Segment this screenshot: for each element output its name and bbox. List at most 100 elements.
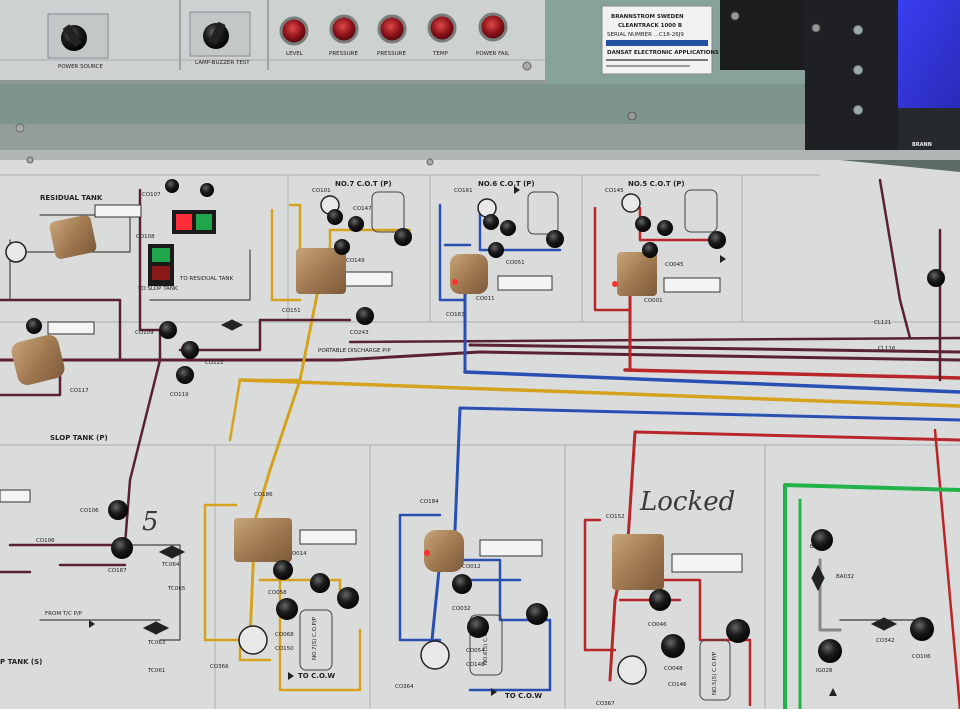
valve-tag: CO011 <box>476 296 495 302</box>
lamp-label-level: LEVEL <box>286 51 304 57</box>
blue-bus-line <box>463 370 960 394</box>
valve-knob[interactable] <box>488 242 504 258</box>
valve-knob[interactable] <box>661 634 685 658</box>
valve-icon <box>171 545 186 559</box>
wooden-lock-block <box>450 254 488 294</box>
valve-tag: CO122 <box>205 360 224 366</box>
monitor-screen <box>898 0 960 108</box>
valve-symbol-layer <box>142 319 898 635</box>
valve-knob[interactable] <box>649 589 671 611</box>
valve-knob[interactable] <box>273 560 293 580</box>
panel-screw-icon <box>522 61 532 71</box>
level-gauge <box>671 553 743 573</box>
valve-knob[interactable] <box>927 269 945 287</box>
arrow-icons <box>89 186 837 696</box>
wooden-lock-block <box>49 215 97 259</box>
valve-knob[interactable] <box>500 220 516 236</box>
pump-icon <box>420 640 450 670</box>
top-switch-group: POWER SOURCE LAMP-BUZZER TEST <box>47 11 251 70</box>
valve-knob[interactable] <box>181 341 199 359</box>
valve-icon <box>811 577 825 592</box>
plate-maker: DANSAT ELECTRONIC APPLICATIONS <box>607 50 719 56</box>
valve-knob[interactable] <box>546 230 564 248</box>
valve-tag: CL121 <box>874 320 891 326</box>
valve-tag: CO342 <box>876 638 895 644</box>
maroon-bus-line-3 <box>348 336 960 344</box>
valve-knob[interactable] <box>642 242 658 258</box>
valve-knob[interactable] <box>635 216 651 232</box>
manufacturer-nameplate: BRANNSTROM SWEDEN CLEANTRACK 1000 B SERI… <box>601 5 719 75</box>
valve-tag: CL116 <box>878 346 896 352</box>
valve-knob[interactable] <box>176 366 194 384</box>
lamp-label-pressure-1: PRESSURE <box>329 51 358 57</box>
valve-knob[interactable] <box>310 573 330 593</box>
lamp-label-power-fail: POWER FAIL <box>476 51 510 57</box>
valve-tag: CO107 <box>142 192 161 198</box>
plate-serial: SERIAL NUMBER ...C18-26J9 <box>607 32 684 38</box>
panel-screw-icon <box>15 123 25 133</box>
valve-knob[interactable] <box>394 228 412 246</box>
pump-label-6: NO.6(S) C.O.P/P <box>483 621 489 665</box>
valve-knob[interactable] <box>111 537 133 559</box>
monitor-brand: BRANN <box>912 142 932 148</box>
level-gauge <box>663 277 721 293</box>
valve-knob[interactable] <box>467 616 489 638</box>
lamp-buzzer-test-label: LAMP-BUZZER TEST <box>195 60 250 66</box>
lamp-label-pressure-2: PRESSURE <box>377 51 406 57</box>
valve-knob[interactable] <box>708 231 726 249</box>
plate-model: CLEANTRACK 1000 B <box>618 23 682 29</box>
valve-tag: CO119 <box>170 392 189 398</box>
valve-knob[interactable] <box>483 214 499 230</box>
level-gauge <box>47 321 95 335</box>
power-fail-alarm-lamp <box>478 12 508 42</box>
to-cow-label-6: TO C.O.W <box>505 692 542 700</box>
wooden-lock-block <box>11 334 65 386</box>
valve-knob[interactable] <box>327 209 343 225</box>
valve-tag: IG028 <box>816 668 833 674</box>
to-residual-tank-label: TO RESIDUAL TANK <box>179 276 233 282</box>
valve-knob[interactable] <box>657 220 673 236</box>
valve-knob[interactable] <box>348 216 364 232</box>
valve-tag: CO243 <box>350 330 369 336</box>
valve-knob[interactable] <box>818 639 842 663</box>
valve-tag: CO048 <box>664 666 683 672</box>
valve-tag: CO163 <box>446 312 465 318</box>
valve-knob[interactable] <box>356 307 374 325</box>
valve-knob[interactable] <box>452 574 472 594</box>
valve-knob[interactable] <box>26 318 42 334</box>
arrow-right-icon <box>89 620 95 628</box>
arrow-right-icon <box>288 672 294 680</box>
wooden-lock-block <box>617 252 657 296</box>
valve-icon <box>231 319 244 331</box>
handwritten-locked: Locked <box>639 487 735 517</box>
valve-knob[interactable] <box>337 587 359 609</box>
valve-knob[interactable] <box>165 179 179 193</box>
handwritten-mark: 5 <box>142 507 159 537</box>
valve-tag: CO001 <box>644 298 663 304</box>
valve-knob[interactable] <box>811 529 833 551</box>
valve-tag: CO068 <box>275 632 294 638</box>
valve-knob[interactable] <box>526 603 548 625</box>
valve-tag: TC063 <box>147 640 166 646</box>
red-bus-line <box>623 368 960 380</box>
panel-screw-icon <box>426 158 434 166</box>
valve-tag: CO145 <box>605 188 624 194</box>
valve-knob[interactable] <box>910 617 934 641</box>
valve-tag: CO146 <box>668 682 687 688</box>
valve-knob[interactable] <box>276 598 298 620</box>
valve-tag: CO109 <box>135 330 154 336</box>
valve-knob[interactable] <box>200 183 214 197</box>
arrow-up-icon <box>829 688 837 696</box>
valve-knob[interactable] <box>108 500 128 520</box>
valve-tag: BA032 <box>836 574 854 580</box>
cot5-label: NO.5 C.O.T (P) <box>628 180 685 188</box>
valve-tag: CO032 <box>452 606 471 612</box>
valve-knob[interactable] <box>726 619 750 643</box>
pump-icon <box>5 241 27 263</box>
valve-knob[interactable] <box>334 239 350 255</box>
valve-knob[interactable] <box>159 321 177 339</box>
yellow-bus-line <box>238 378 960 408</box>
pump-label-5: NO.5(S) C.O.P/P <box>712 651 718 695</box>
valve-tag: TC061 <box>147 668 165 674</box>
